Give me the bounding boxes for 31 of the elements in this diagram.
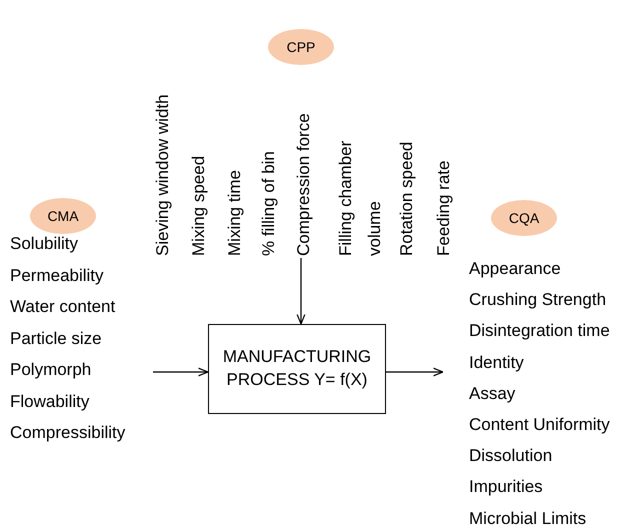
parameter-text: % filling of bin: [258, 150, 279, 256]
arrow: [386, 368, 444, 376]
parameter-text: Sieving window width: [152, 93, 173, 256]
parameter-text: Compressibility: [10, 423, 126, 443]
parameter-text: Flowability: [10, 392, 90, 412]
process-box: MANUFACTURING PROCESS Y= f(X): [208, 324, 386, 414]
parameter-text: Mixing time: [224, 169, 245, 256]
parameter-text: Identity: [469, 352, 524, 373]
parameter-text: Rotation speed: [396, 140, 417, 256]
parameter-text: Assay: [469, 384, 516, 404]
parameter-text: Feeding rate: [433, 160, 454, 256]
category-ellipse: CPP: [268, 29, 334, 65]
category-ellipse: CQA: [491, 200, 557, 236]
parameter-text: Disintegration time: [469, 321, 610, 342]
arrow: [153, 368, 209, 376]
parameter-text: Appearance: [469, 259, 561, 279]
parameter-text: Compression force: [293, 112, 314, 256]
parameter-text: Water content: [10, 297, 116, 317]
parameter-text: Crushing Strength: [469, 290, 606, 310]
parameter-text: Permeability: [10, 266, 104, 286]
arrow: [296, 258, 306, 325]
parameter-text: Dissolution: [469, 446, 552, 466]
parameter-text: Filling chamber volume: [335, 140, 385, 256]
parameter-text: Mixing speed: [188, 154, 209, 256]
parameter-text: Particle size: [10, 328, 102, 348]
parameter-text: Microbial Limits: [469, 508, 586, 528]
parameter-text: Impurities: [469, 477, 543, 498]
parameter-text: Content Uniformity: [469, 415, 610, 435]
parameter-text: Solubility: [10, 234, 78, 254]
category-ellipse: CMA: [30, 198, 96, 234]
parameter-text: Polymorph: [10, 360, 92, 380]
